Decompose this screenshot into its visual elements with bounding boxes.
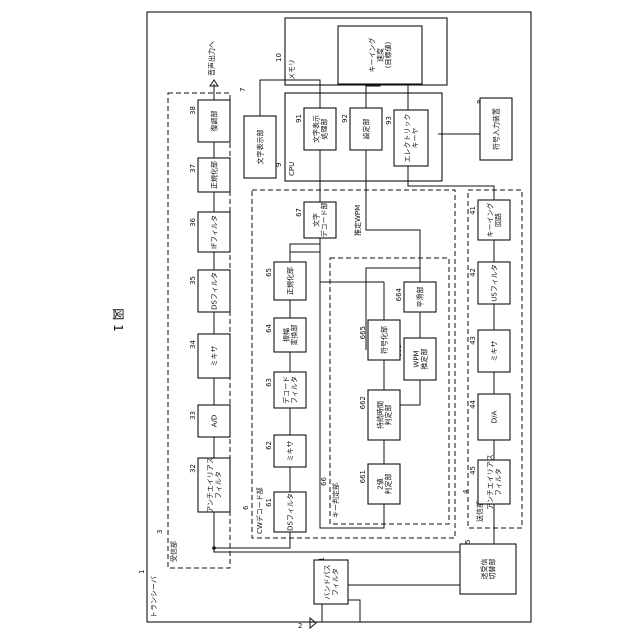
block-number: 35 — [189, 276, 197, 285]
block-number: 43 — [469, 336, 477, 345]
block-number: 63 — [265, 378, 273, 387]
block-label: 符号入力装置 — [492, 108, 501, 150]
block-label: デコードフィルタ — [282, 376, 299, 404]
block-label: ミキサ — [491, 341, 499, 362]
block-label: 設定部 — [362, 119, 371, 140]
block-demod: 復調部 38 — [189, 100, 230, 142]
block-label: 正規化部 — [286, 267, 295, 295]
block-number: 44 — [469, 399, 477, 408]
block-number: 661 — [359, 470, 367, 483]
block-dur-judge: 持続時間判定部 662 — [359, 390, 400, 440]
block-wpm-est: WPM推定部663 — [395, 338, 436, 380]
block-label: 文字表示部 — [256, 130, 265, 165]
block-ds35: DSフィルタ 35 — [189, 270, 230, 312]
block-label: DSフィルタ — [210, 272, 219, 310]
block-number: 36 — [189, 217, 197, 226]
receiver-num: 3 — [156, 530, 164, 534]
cw-decoder-label: CWデコード部 — [255, 487, 264, 534]
block-bpf: バンドパスフィルタ — [314, 560, 348, 604]
blocks: 復調部 38 正規化部 37IFフィルタ 36DSフィルタ 35 ミキサ 34A/D 33 アンチ… — [189, 26, 516, 604]
key-judge-num: 66 — [320, 477, 328, 486]
block-amp-conv: 振幅変換部64 — [265, 318, 306, 352]
block-mixer62: ミキサ 62 — [265, 435, 306, 467]
block-number: 93 — [385, 116, 393, 125]
block-norm65: 正規化部 65 — [265, 262, 306, 300]
block-keying-circuit: キーイング回路41 — [469, 200, 510, 240]
antenna-num: 2 — [298, 622, 302, 630]
transceiver-num: 1 — [138, 570, 146, 574]
block-number: 665 — [359, 326, 367, 339]
block-char-dec: 文字デコード部67 — [295, 202, 336, 238]
block-label: D/A — [491, 411, 499, 424]
block-label: USフィルタ — [490, 264, 499, 301]
block-elec-key: エレクトリックキーヤ93 — [385, 110, 428, 166]
block-label: DSフィルタ — [286, 493, 295, 531]
block-dec-filter: デコードフィルタ 63 — [265, 372, 306, 408]
cw-decoder-num: 6 — [242, 505, 250, 510]
wpm-estimate-label: 推定WPM — [353, 205, 362, 236]
key-judge-label: キー判定部 — [331, 483, 340, 518]
block-if-filter: IFフィルタ 36 — [189, 212, 230, 252]
receiver-section-label: 受信部 — [169, 541, 178, 562]
block-bin-judge: 2値判定部661 — [359, 464, 400, 504]
block-label: 文字表示処理部 — [312, 115, 329, 143]
block-mixer43: ミキサ 43 — [469, 330, 510, 372]
block-number: 91 — [295, 114, 303, 123]
block-encoder: 符号化部 665 — [359, 320, 400, 360]
block-number: 41 — [469, 206, 477, 215]
block-number: 37 — [189, 164, 197, 173]
block-label: 符号化部 — [380, 326, 389, 354]
block-switch: 送受信切替部 — [460, 544, 516, 594]
cpu-label: CPU — [288, 162, 296, 176]
block-number: 34 — [189, 339, 197, 348]
block-number: 92 — [341, 114, 349, 123]
block-label: 復調部 — [210, 111, 219, 132]
block-code-input: 符号入力装置 — [480, 98, 512, 160]
block-number: 67 — [295, 208, 303, 217]
block-label: IFフィルタ — [210, 215, 219, 249]
block-char-display: 文字表示部 — [244, 116, 276, 178]
block-number: 42 — [469, 268, 477, 277]
block-number: 33 — [189, 411, 197, 420]
block-label: バンドパスフィルタ — [324, 564, 340, 599]
block-number: 38 — [189, 106, 197, 115]
block-us-filter: USフィルタ 42 — [469, 262, 510, 304]
block-number: 45 — [469, 466, 477, 475]
block-label: ミキサ — [287, 441, 295, 462]
block-mixer34: ミキサ 34 — [189, 334, 230, 378]
block-aa32: アンチエイリアスフィルタ32 — [189, 457, 230, 513]
block-label: ミキサ — [211, 346, 219, 367]
display-num: 7 — [239, 88, 247, 92]
block-keying-speed: キーイング速度(目標値) — [338, 26, 422, 84]
block-label: A/D — [211, 415, 219, 428]
block-number: 662 — [359, 396, 367, 409]
block-number: 61 — [265, 498, 273, 507]
block-ds61: DSフィルタ 61 — [265, 492, 306, 532]
figure-title: 図 1 — [111, 308, 125, 331]
block-number: 664 — [395, 287, 403, 301]
block-label: WPM推定部 — [413, 349, 429, 370]
block-da: D/A 44 — [469, 394, 510, 440]
block-setting: 設定部 92 — [341, 108, 382, 150]
memory-num: 10 — [275, 53, 283, 62]
transceiver-label: トランシーバ — [150, 576, 158, 618]
block-number: 32 — [189, 464, 197, 473]
block-number: 64 — [265, 323, 273, 332]
block-label: 正規化部 — [210, 161, 219, 189]
audio-out-label: 音声出力へ — [207, 41, 216, 76]
block-norm37: 正規化部 37 — [189, 158, 230, 192]
memory-label: メモリ — [288, 59, 296, 80]
block-label: 送受信切替部 — [480, 559, 497, 580]
block-smooth: 平滑部 664 — [395, 282, 436, 312]
block-number: 62 — [265, 441, 273, 450]
block-ad: A/D 33 — [189, 405, 230, 437]
block-char-disp-proc: 文字表示処理部 91 — [295, 108, 336, 150]
block-number: 65 — [265, 268, 273, 277]
transmitter-num: 4 — [462, 489, 470, 494]
block-label: 平滑部 — [416, 287, 425, 308]
block-label: 持続時間判定部 — [376, 401, 393, 429]
switch-num: 5 — [464, 540, 472, 544]
